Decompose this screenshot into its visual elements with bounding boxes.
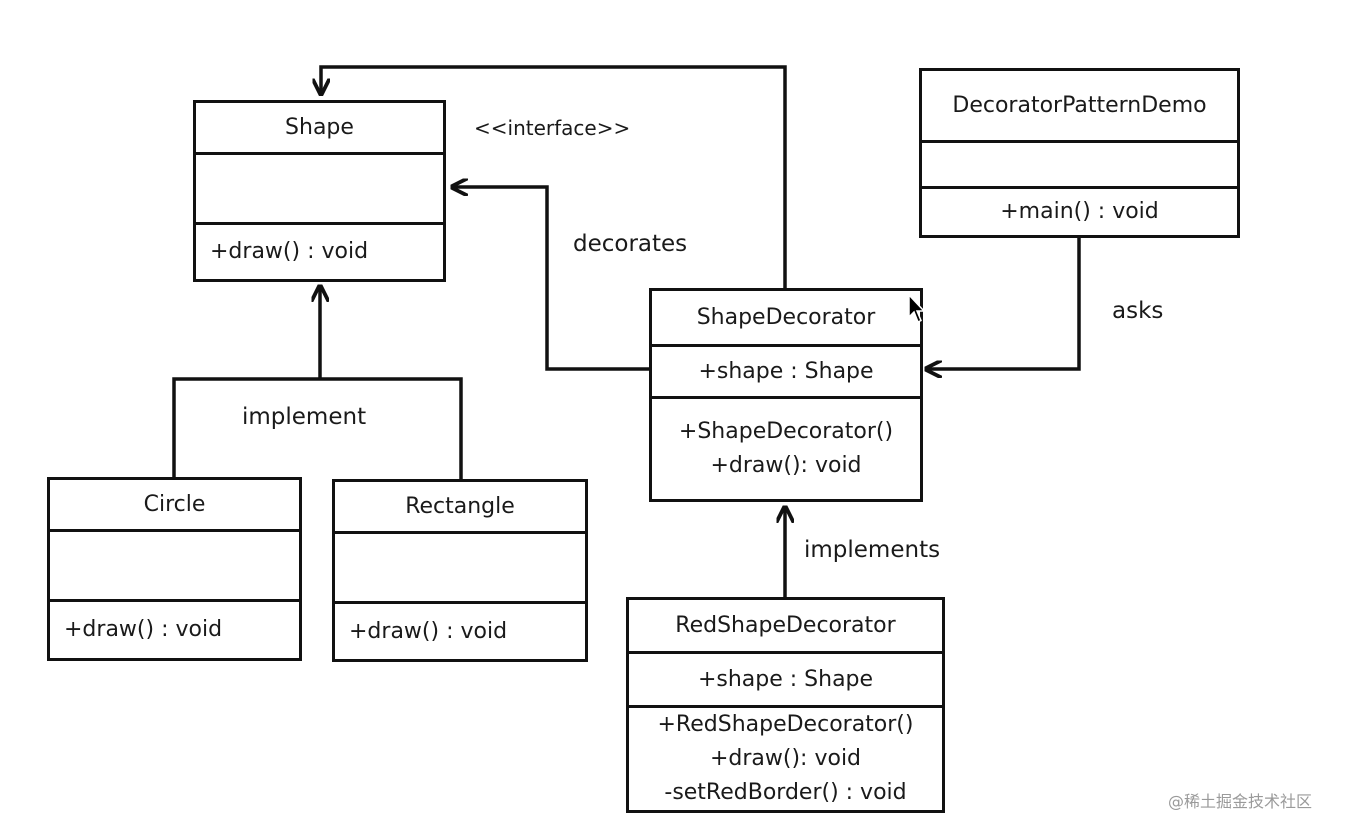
class-operations: +draw() : void — [50, 602, 299, 658]
class-attributes — [196, 155, 443, 225]
class-attributes: +shape : Shape — [652, 347, 920, 399]
operation: +RedShapeDecorator() — [657, 712, 914, 737]
operation: +draw() : void — [64, 617, 223, 642]
class-attributes — [922, 143, 1237, 189]
class-operations: +draw() : void — [335, 604, 585, 659]
class-operations: +ShapeDecorator() +draw(): void — [652, 399, 920, 499]
class-decorator-pattern-demo: DecoratorPatternDemo +main() : void — [919, 68, 1240, 238]
class-attributes — [50, 532, 299, 602]
class-name: RedShapeDecorator — [629, 600, 942, 654]
class-operations: +main() : void — [922, 189, 1237, 235]
class-name: ShapeDecorator — [652, 291, 920, 347]
class-name: Circle — [50, 480, 299, 532]
class-circle: Circle +draw() : void — [47, 477, 302, 661]
class-operations: +draw() : void — [196, 225, 443, 279]
stereotype-label: <<interface>> — [474, 116, 631, 140]
operation: -setRedBorder() : void — [664, 780, 907, 805]
class-name: DecoratorPatternDemo — [922, 71, 1237, 143]
implement-line — [172, 377, 463, 480]
decorates-label: decorates — [573, 231, 688, 257]
attribute: +shape : Shape — [697, 667, 874, 692]
class-red-shape-decorator: RedShapeDecorator +shape : Shape +RedSha… — [626, 597, 945, 813]
operation: +draw(): void — [710, 453, 862, 478]
implement-label: implement — [242, 404, 367, 430]
operation: +draw() : void — [349, 618, 508, 644]
class-name: Rectangle — [335, 482, 585, 534]
operation: +draw() : void — [210, 239, 369, 264]
class-attributes: +shape : Shape — [629, 654, 942, 708]
operation: +draw(): void — [709, 746, 862, 771]
class-attributes — [335, 534, 585, 604]
class-shape-decorator: ShapeDecorator +shape : Shape +ShapeDeco… — [649, 288, 923, 502]
asks-label: asks — [1112, 298, 1164, 324]
watermark-text: @稀土掘金技术社区 — [1168, 792, 1313, 811]
implements-label: implements — [804, 537, 941, 563]
class-operations: +RedShapeDecorator() +draw(): void -setR… — [629, 708, 942, 810]
mouse-pointer-icon — [908, 293, 926, 324]
class-name: Shape — [196, 103, 443, 155]
decorates-line — [452, 187, 650, 371]
operation: +main() : void — [1000, 199, 1159, 224]
class-rectangle: Rectangle +draw() : void — [332, 479, 588, 662]
operation: +ShapeDecorator() — [678, 419, 894, 444]
class-shape: Shape +draw() : void — [193, 100, 446, 282]
aggregation-line — [321, 65, 787, 288]
asks-line — [926, 238, 1081, 369]
attribute: +shape : Shape — [698, 359, 874, 384]
